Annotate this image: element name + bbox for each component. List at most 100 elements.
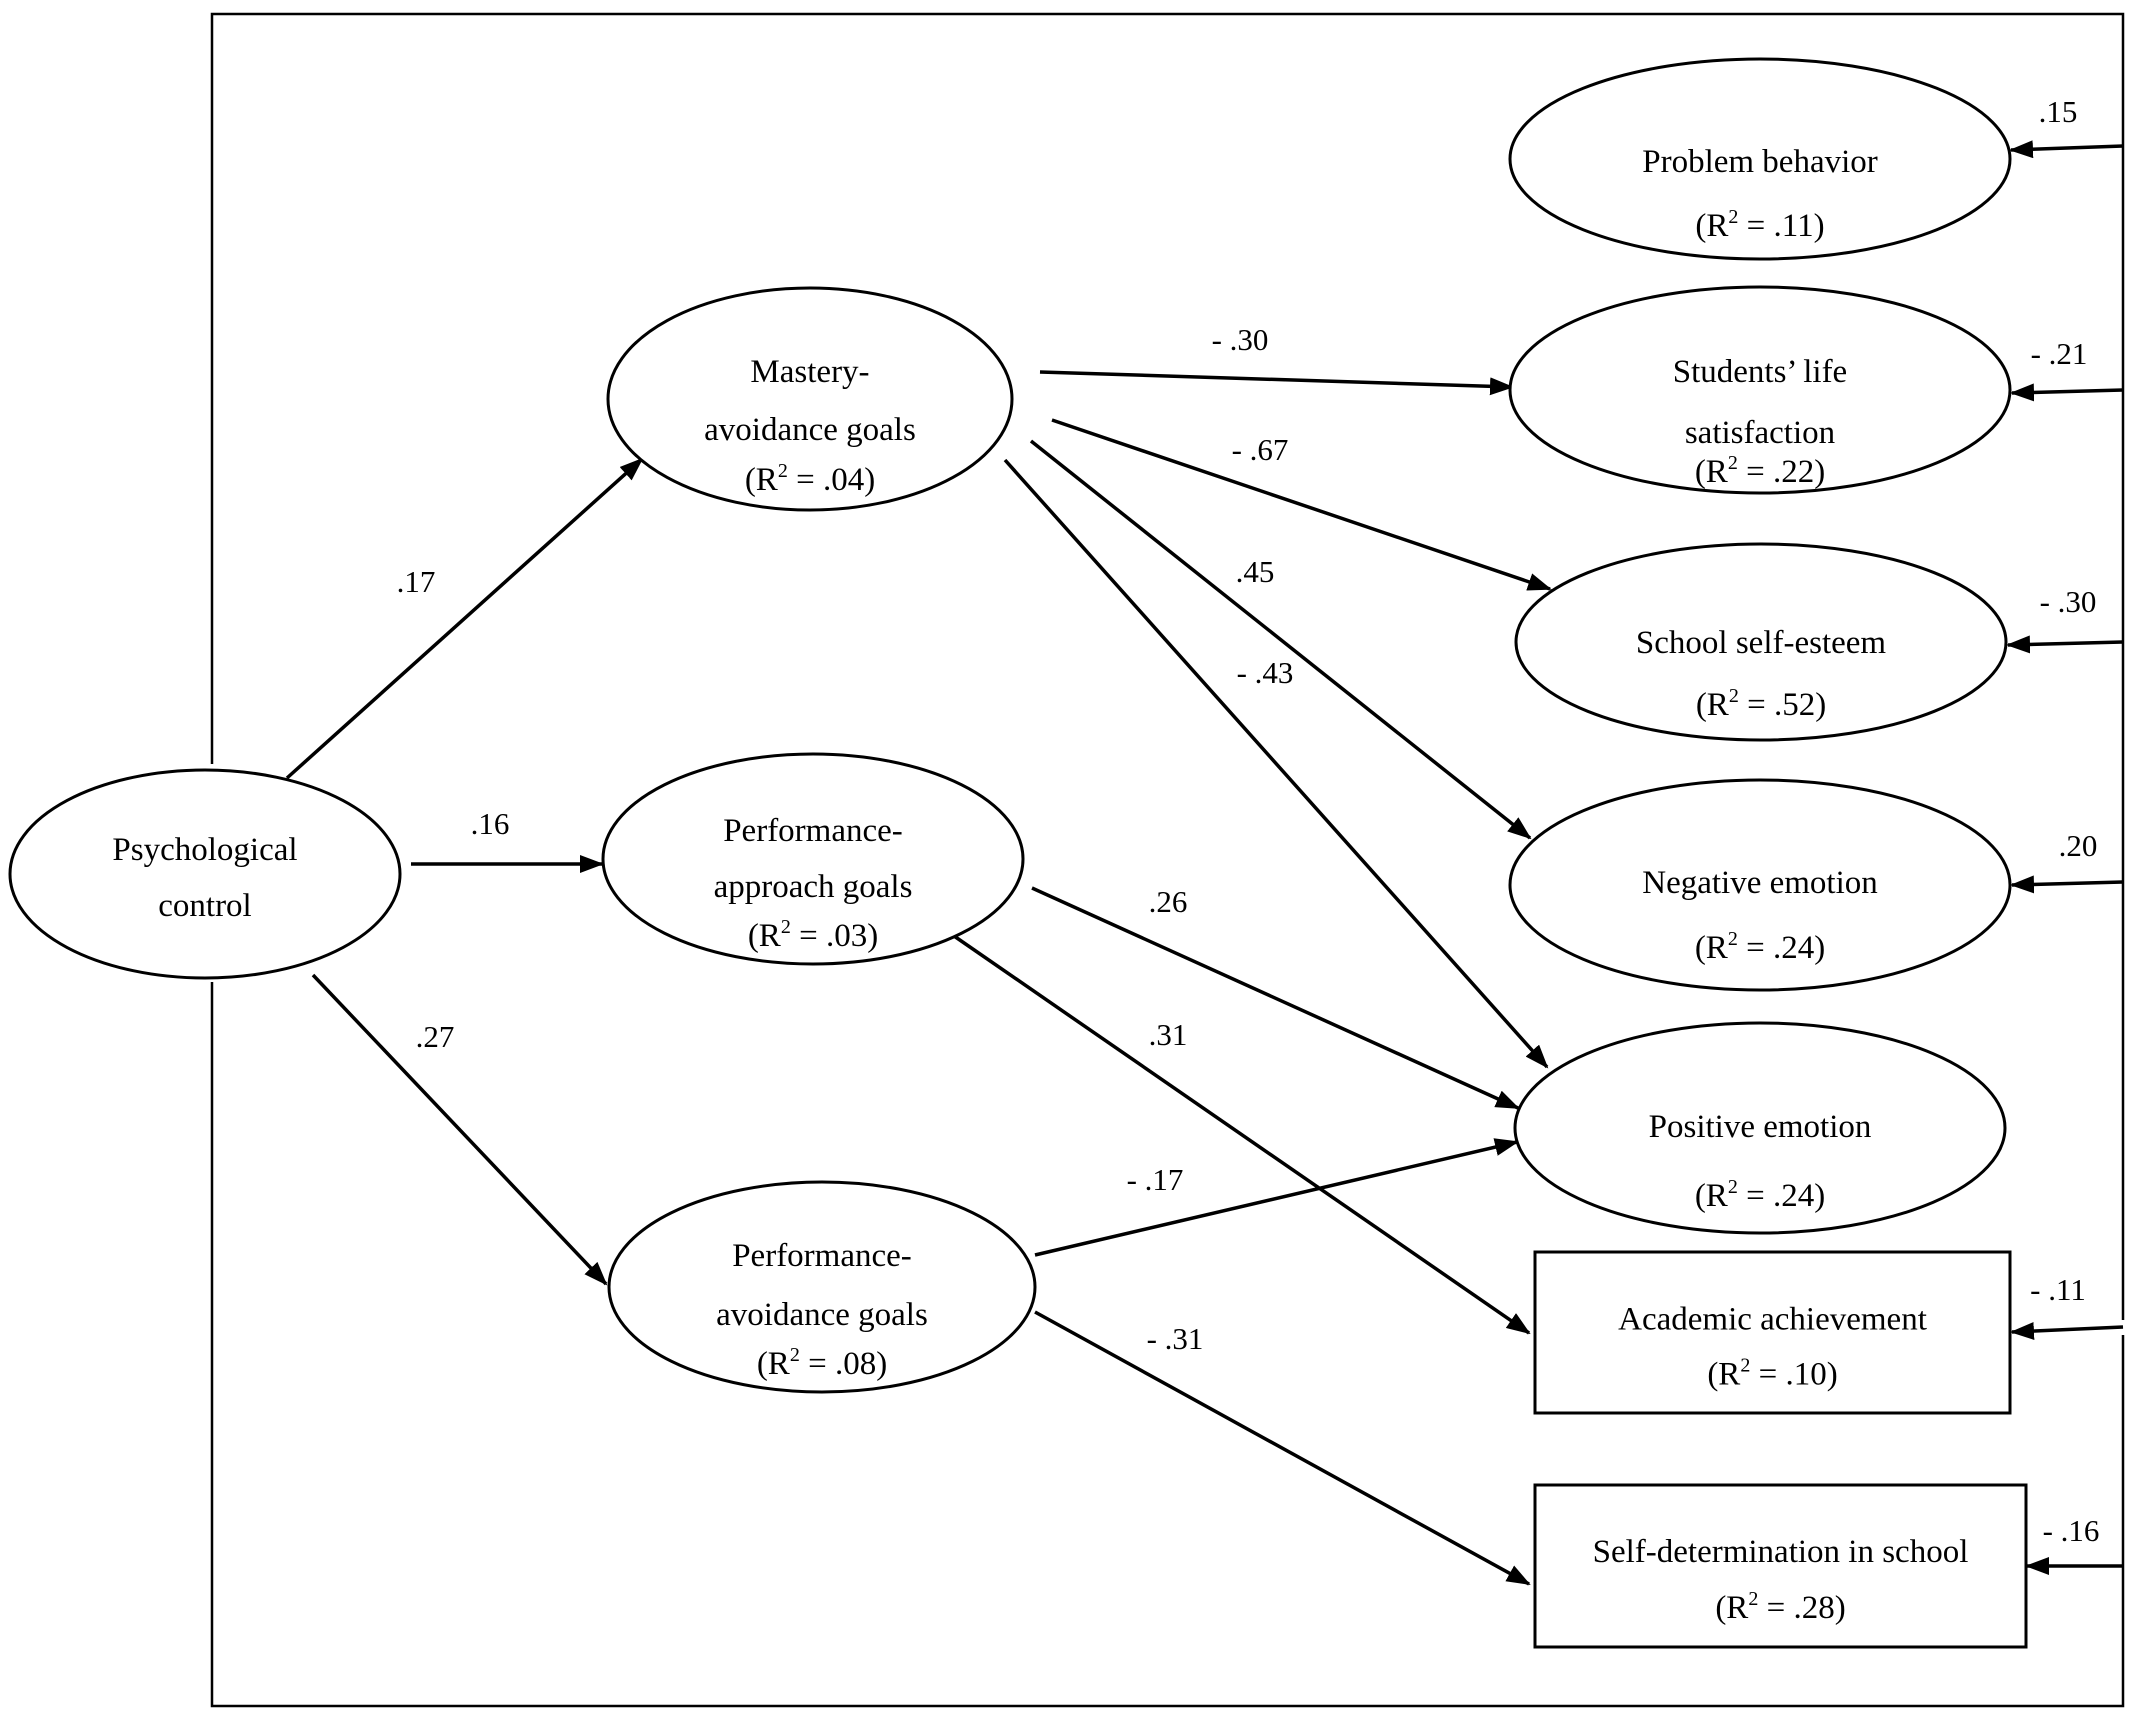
direct-path-arrow-to-self (2006, 635, 2124, 654)
r-squared-label: (R2 = .11) (1695, 206, 1824, 244)
direct-path-frame (210, 12, 2125, 1708)
direct-path-arrow-to-acad (2010, 1322, 2124, 1341)
r2-prefix: (R (1695, 208, 1728, 244)
node-sdet: Self-determination in school (R2 = .28) (1533, 1483, 2028, 1649)
r2-suffix: ) (867, 918, 878, 954)
node-label: Self-determination in school (1593, 1534, 1969, 1570)
r-squared-label: (R2 = .24) (1695, 1176, 1825, 1214)
r2-superscript: 2 (1728, 1176, 1738, 1198)
path-coefficient-psych-to-pap: .16 (471, 806, 510, 841)
direct-path-arrow-to-prob (2009, 140, 2124, 159)
node-pav: Performance-avoidance goals (R2 = .08) (607, 1180, 1037, 1394)
path-coefficients: .17 .16 .27 - .30 - .67 .45 - .43 .26 .31 - .17 - … (397, 94, 2100, 1548)
r2-superscript: 2 (1728, 452, 1738, 474)
r2-prefix: (R (757, 1346, 790, 1382)
direct-path-coefficient-to-life: - .21 (2031, 336, 2088, 371)
direct-path-arrow-to-life (2010, 383, 2124, 402)
r-squared-label: (R2 = .10) (1707, 1355, 1837, 1393)
node-label: Academic achievement (1618, 1302, 1927, 1338)
path-arrow-pap-to-acad (953, 934, 1531, 1335)
r2-suffix: ) (1814, 454, 1825, 490)
r2-suffix: ) (1814, 208, 1825, 244)
node-label: Performance- (723, 813, 903, 849)
r2-prefix: (R (1695, 1178, 1728, 1214)
r2-superscript: 2 (1728, 206, 1738, 228)
r-squared-label: (R2 = .24) (1695, 928, 1825, 966)
path-coefficient-pav-to-pos: - .17 (1127, 1162, 1184, 1197)
r2-equals: = (1758, 1590, 1793, 1626)
r2-suffix: ) (1814, 1178, 1825, 1214)
path-coefficient-mav-to-self: - .67 (1232, 432, 1289, 467)
node-acad: Academic achievement (R2 = .10) (1533, 1250, 2012, 1415)
direct-path-arrow-to-neg (2010, 875, 2124, 894)
r-squared-label: (R2 = .28) (1715, 1588, 1845, 1626)
r2-value: .24 (1773, 1178, 1814, 1214)
node-label: Problem behavior (1642, 144, 1878, 180)
path-coefficient-mav-to-pos: - .43 (1237, 655, 1294, 690)
r2-equals: = (1750, 1357, 1785, 1393)
r2-value: .52 (1774, 687, 1815, 723)
direct-path-coefficient-to-self: - .30 (2040, 584, 2097, 619)
r2-superscript: 2 (781, 916, 791, 938)
direct-path-coefficient-to-prob: .15 (2039, 94, 2078, 129)
node-ellipse (1513, 1021, 2007, 1235)
node-self: School self-esteem(R2 = .52) (1514, 542, 2008, 742)
r2-value: .11 (1774, 208, 1814, 244)
node-label: Positive emotion (1649, 1109, 1872, 1145)
node-ellipse (8, 768, 402, 980)
node-ellipse (601, 752, 1025, 966)
r2-equals: = (1739, 687, 1774, 723)
path-coefficient-pap-to-pos: .26 (1149, 884, 1188, 919)
r-squared-label: (R2 = .08) (757, 1344, 887, 1382)
r2-suffix: ) (1835, 1590, 1846, 1626)
r2-suffix: ) (1814, 930, 1825, 966)
direct-path-connector-line (210, 12, 2125, 1320)
node-box (1533, 1250, 2012, 1415)
node-label: Students’ life (1673, 354, 1847, 390)
path-coefficient-psych-to-mav: .17 (397, 564, 436, 599)
path-arrow-mav-to-life (1039, 370, 1514, 396)
node-pos: Positive emotion (R2 = .24) (1513, 1021, 2007, 1235)
node-label: Psychological (112, 832, 297, 868)
r2-prefix: (R (748, 918, 781, 954)
node-ellipse (1508, 57, 2012, 261)
r2-value: .08 (835, 1346, 876, 1382)
node-ellipse (606, 286, 1014, 512)
node-label: Performance- (732, 1238, 912, 1274)
r2-value: .10 (1785, 1357, 1826, 1393)
r2-prefix: (R (1707, 1357, 1740, 1393)
node-ellipse (1514, 542, 2008, 742)
direct-path-coefficient-to-acad: - .11 (2030, 1272, 2086, 1307)
r2-value: .24 (1773, 930, 1814, 966)
r-squared-label: (R2 = .03) (748, 916, 878, 954)
r2-superscript: 2 (1740, 1355, 1750, 1377)
direct-path-coefficient-to-neg: .20 (2059, 828, 2098, 863)
path-arrows (285, 140, 2124, 1586)
path-coefficient-pap-to-acad: .31 (1149, 1017, 1188, 1052)
r2-prefix: (R (1696, 687, 1729, 723)
r2-value: .28 (1793, 1590, 1834, 1626)
r2-equals: = (800, 1346, 835, 1382)
r2-equals: = (1738, 1178, 1773, 1214)
r2-equals: = (1738, 454, 1773, 490)
r2-superscript: 2 (1729, 685, 1739, 707)
path-arrow-mav-to-pos (1003, 458, 1549, 1069)
r-squared-label: (R2 = .52) (1696, 685, 1826, 723)
node-label: avoidance goals (716, 1297, 928, 1333)
r2-equals: = (1738, 208, 1773, 244)
r2-suffix: ) (864, 462, 875, 498)
node-label: Mastery- (750, 354, 869, 390)
path-coefficient-mav-to-life: - .30 (1212, 322, 1269, 357)
path-coefficient-psych-to-pav: .27 (416, 1019, 455, 1054)
r-squared-label: (R2 = .04) (745, 460, 875, 498)
node-label: approach goals (714, 869, 913, 905)
r2-equals: = (1738, 930, 1773, 966)
node-neg: Negative emotion(R2 = .24) (1508, 778, 2012, 992)
node-box (1533, 1483, 2028, 1649)
path-coefficient-mav-to-neg: .45 (1236, 554, 1275, 589)
r2-superscript: 2 (790, 1344, 800, 1366)
r2-superscript: 2 (1748, 1588, 1758, 1610)
path-arrow-psych-to-mav (285, 457, 644, 780)
